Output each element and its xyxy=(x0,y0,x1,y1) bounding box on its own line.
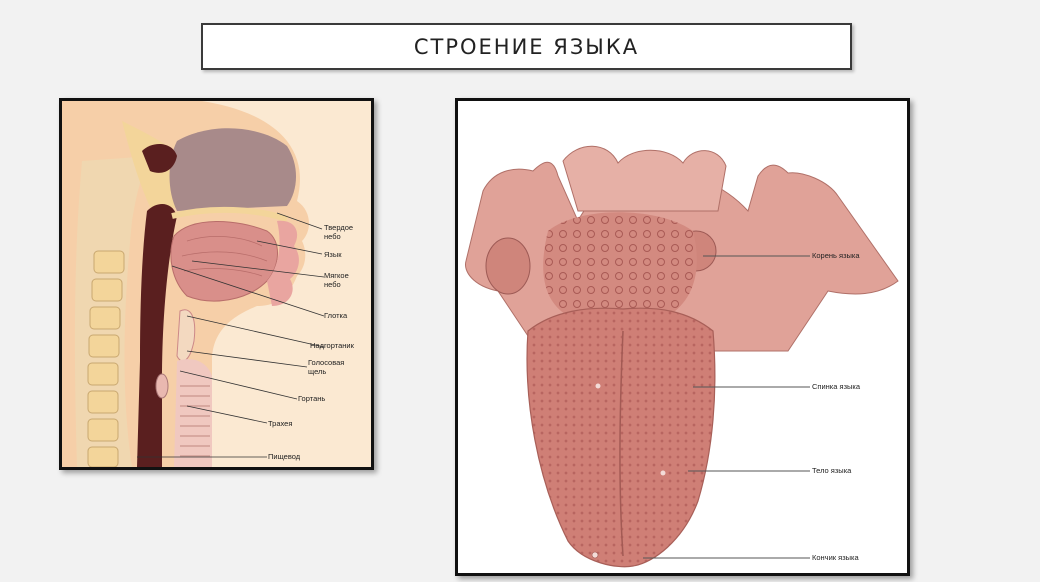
label-tongue-root: Корень языка xyxy=(812,251,860,260)
sagittal-section-diagram: Твердое небо Язык Мягкое небо Глотка Над… xyxy=(59,98,374,470)
label-epiglottis: Надгортаник xyxy=(310,341,354,350)
label-soft-palate: Мягкое небо xyxy=(324,271,349,289)
label-tongue-body: Тело языка xyxy=(812,466,851,475)
title-box: СТРОЕНИЕ ЯЗЫКА xyxy=(201,23,852,70)
tongue-illustration xyxy=(458,101,907,573)
label-trachea: Трахея xyxy=(268,419,292,428)
label-tongue-back: Спинка языка xyxy=(812,382,860,391)
label-glottis: Голосовая щель xyxy=(308,358,344,376)
label-larynx: Гортань xyxy=(298,394,325,403)
label-pharynx: Глотка xyxy=(324,311,347,320)
label-hard-palate: Твердое небо xyxy=(324,223,353,241)
slide-title: СТРОЕНИЕ ЯЗЫКА xyxy=(414,35,639,59)
label-esophagus: Пищевод xyxy=(268,452,300,461)
label-tongue: Язык xyxy=(324,250,342,259)
label-tongue-tip: Кончик языка xyxy=(812,553,859,562)
tongue-surface-diagram: Корень языка Спинка языка Тело языка Кон… xyxy=(455,98,910,576)
